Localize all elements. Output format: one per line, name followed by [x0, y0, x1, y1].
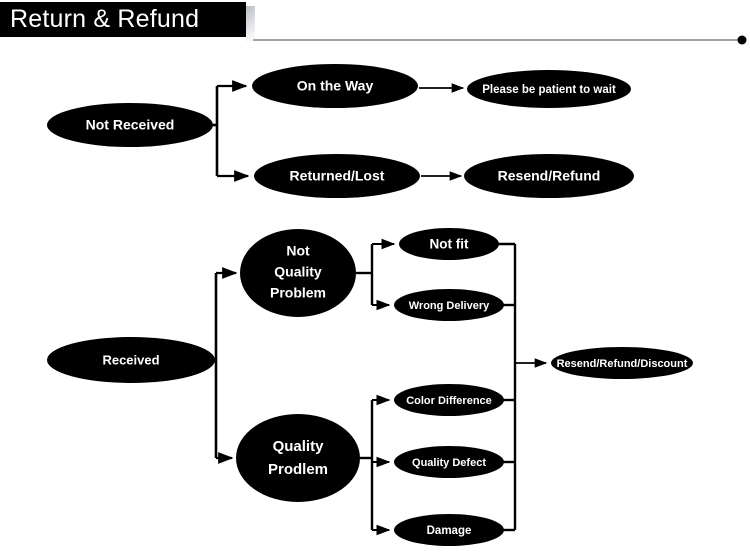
node-shape: [551, 347, 693, 379]
node-shape: [394, 289, 504, 321]
node-not-fit[interactable]: Not fit: [399, 228, 499, 260]
node-wrong-delivery[interactable]: Wrong Delivery: [394, 289, 504, 321]
node-label: Not fit: [430, 237, 469, 252]
node-label-line-3: Problem: [270, 285, 326, 301]
node-label: On the Way: [297, 78, 374, 94]
node-received[interactable]: Received: [47, 337, 215, 383]
node-quality-problem[interactable]: Quality Prodlem: [236, 414, 360, 502]
node-label-line-1: Not: [286, 243, 310, 259]
node-quality-defect[interactable]: Quality Defect: [394, 446, 504, 478]
node-shape: [399, 228, 499, 260]
connector-layer: [213, 80, 548, 536]
node-shape: [467, 70, 631, 108]
title-banner-shadow: [246, 6, 255, 41]
node-label: Not Received: [86, 117, 175, 133]
node-not-received[interactable]: Not Received: [47, 103, 213, 147]
header-rule: [253, 35, 747, 45]
node-label: Returned/Lost: [290, 168, 385, 184]
node-label: Resend/Refund: [498, 168, 601, 184]
page-title-banner: Return & Refund: [0, 2, 246, 37]
header-rule-end-dot: [737, 35, 747, 45]
node-label: Received: [102, 352, 159, 367]
node-please-be-patient-to-wait[interactable]: Please be patient to wait: [467, 70, 631, 108]
node-label-line-2: Quality: [274, 264, 322, 280]
node-resend-refund-discount[interactable]: Resend/Refund/Discount: [551, 347, 693, 379]
node-label: Quality Defect: [412, 457, 486, 469]
node-shape: [47, 337, 215, 383]
node-on-the-way[interactable]: On the Way: [252, 64, 418, 108]
node-shape: [240, 229, 356, 317]
node-not-quality-problem[interactable]: Not Quality Problem: [240, 229, 356, 317]
node-label-line-1: Quality: [273, 438, 325, 455]
node-label: Wrong Delivery: [409, 300, 490, 312]
node-label: Resend/Refund/Discount: [557, 358, 688, 370]
page-title: Return & Refund: [10, 5, 200, 33]
node-label-line-2: Prodlem: [268, 461, 328, 478]
node-color-difference[interactable]: Color Difference: [394, 384, 504, 416]
node-label: Color Difference: [406, 395, 492, 407]
node-shape: [394, 514, 504, 546]
node-shape: [236, 414, 360, 502]
node-shape: [252, 64, 418, 108]
node-shape: [47, 103, 213, 147]
node-damage[interactable]: Damage: [394, 514, 504, 546]
node-shape: [254, 154, 420, 198]
node-shape: [394, 446, 504, 478]
node-label: Please be patient to wait: [482, 84, 616, 96]
node-shape: [464, 154, 634, 198]
node-resend-refund[interactable]: Resend/Refund: [464, 154, 634, 198]
node-shape: [394, 384, 504, 416]
node-label: Damage: [427, 525, 472, 537]
node-returned-lost[interactable]: Returned/Lost: [254, 154, 420, 198]
